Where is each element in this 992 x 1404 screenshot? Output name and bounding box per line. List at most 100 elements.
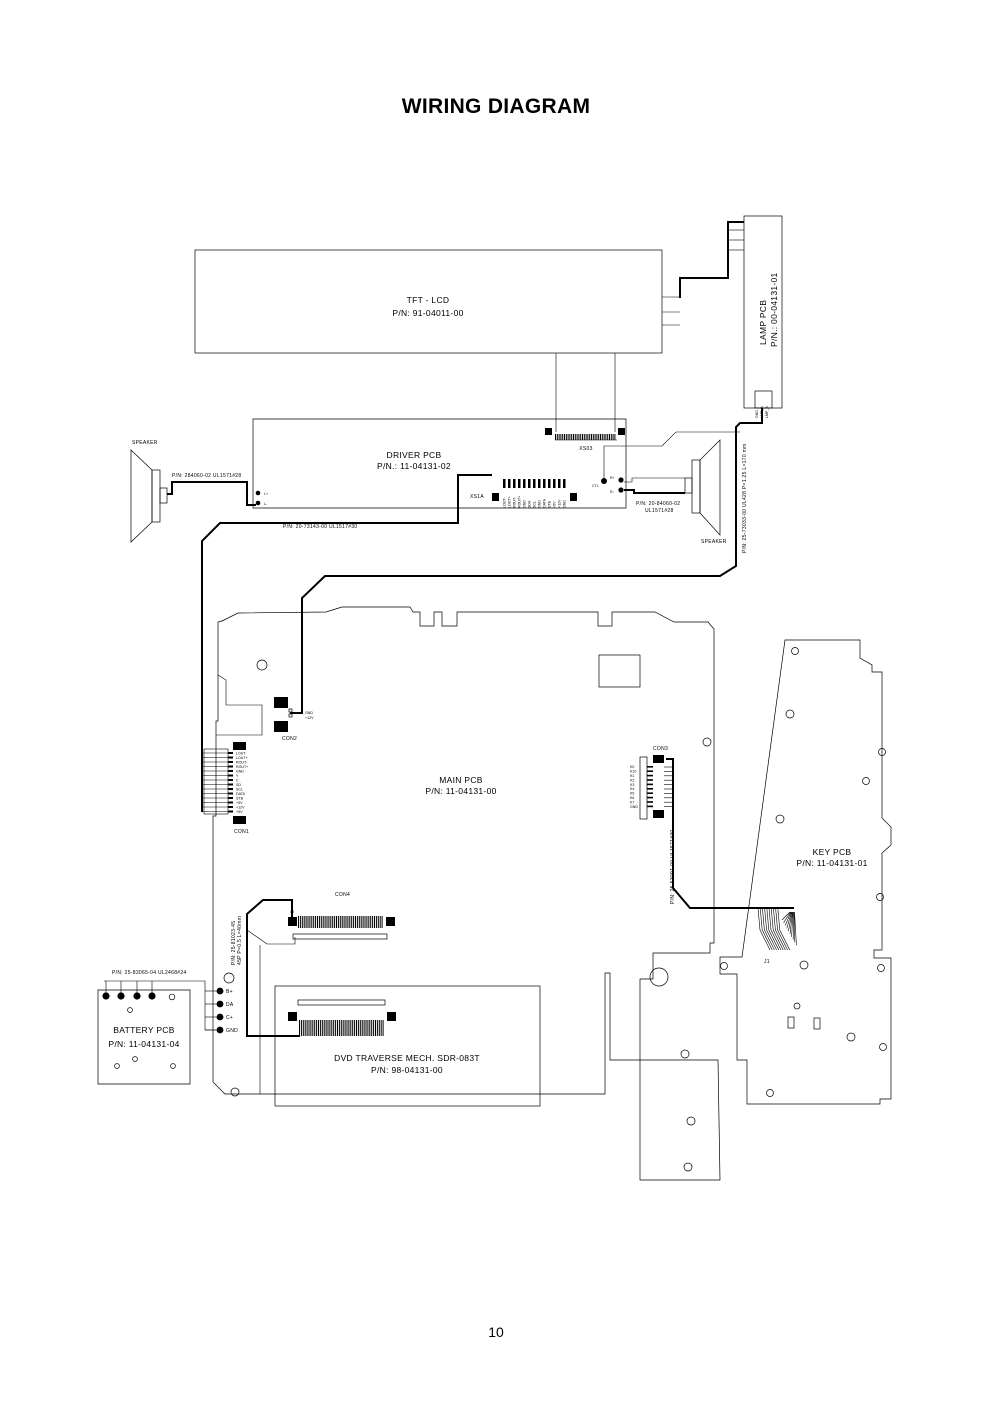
dvd-pin: [299, 1020, 300, 1036]
xs03-pin: [560, 434, 562, 440]
con4-pin: [337, 916, 339, 928]
con4-pin: [370, 916, 372, 928]
con4-pin: [324, 916, 326, 928]
con1-pin: [228, 756, 233, 759]
con1-pin: [228, 783, 233, 786]
dvd-pin: [354, 1020, 356, 1036]
xs03-pin: [600, 434, 601, 440]
battery-wire-pn: P/N: 25-83065-04 UL2468#24: [112, 970, 187, 976]
dvd-pin: [378, 1020, 380, 1036]
dvd-pin: [375, 1020, 376, 1036]
dvd-pin: [342, 1020, 344, 1036]
dvd-pin: [356, 1020, 357, 1036]
con3-pin-label: K7: [630, 800, 634, 804]
con1-pin-label: ROUT+: [236, 765, 248, 769]
con1-pin-label: Y: [236, 774, 239, 778]
battery-conn-pin: [216, 1026, 224, 1034]
con3-pin-label: GND: [630, 805, 638, 809]
con4-pin: [299, 916, 301, 928]
con4-pin: [372, 916, 374, 928]
con3-pin-label: K3: [630, 783, 634, 787]
battery-conn-label: GND: [226, 1028, 238, 1034]
con3-pin-label: K5: [630, 792, 634, 796]
lamp-pcb: GND LMP_A LMP_B LAMP PCB P/N.: 00-04131-…: [728, 215, 783, 418]
con4-pin: [345, 916, 347, 928]
xs03-pin: [562, 434, 564, 440]
ctl-pin-rminus: R-: [610, 490, 615, 494]
con1-pin: [228, 752, 233, 754]
dvd-pin: [382, 1020, 384, 1036]
dvd-pin: [337, 1020, 338, 1036]
con1-pin-label: LOUT-: [236, 752, 247, 756]
dvd-pin: [369, 1020, 371, 1036]
ctl-label: CTL: [592, 484, 599, 488]
con3-key-wire-pn: P/N: 25-53091-00 UL1571#30: [670, 829, 676, 904]
battery-pcb-pn: P/N: 11-04131-04: [108, 1039, 179, 1049]
con4-pin: [307, 916, 309, 928]
dvd-pin: [306, 1020, 308, 1036]
xs03-pin: [578, 434, 580, 440]
main-pcb: MAIN PCB P/N: 11-04131-00 GND +12V CON2 …: [205, 606, 721, 1181]
dvd-pin: [308, 1020, 310, 1036]
con1-pin: [228, 761, 233, 763]
xs03-pin: [605, 434, 607, 440]
con4-pin: [334, 916, 336, 928]
dvd-pin: [323, 1020, 325, 1036]
con4-pin: [341, 916, 343, 928]
dvd-pin: [371, 1020, 373, 1036]
con1-harness: [202, 748, 229, 815]
con4-pin: [375, 916, 377, 928]
xs03-pin: [610, 434, 612, 440]
xs03-pin: [555, 434, 556, 440]
con1-pin: [228, 792, 233, 795]
xs1a-pin-label: LOUT+: [508, 496, 512, 508]
con1-pin: [228, 779, 233, 781]
con4-pin: [326, 916, 328, 928]
con1-pin: [228, 774, 233, 777]
dvd-pin: [318, 1020, 319, 1036]
xs1a-pin: [553, 479, 556, 488]
con4-pin: [362, 916, 364, 928]
dvd-name: DVD TRAVERSE MECH. SDR-083T: [334, 1053, 480, 1063]
con4-pin: [311, 916, 313, 928]
dvd-pin: [348, 1020, 350, 1036]
con3-pin: [647, 801, 653, 803]
con3-pin-label: K6: [630, 796, 634, 800]
right-speaker: SPEAKER P/N: 20-84060-02 UL1571#28: [603, 431, 740, 545]
battery-pcb: P/N: 25-83065-04 UL2468#24 BATTERY PCB P…: [97, 970, 218, 1085]
xs03-pin: [585, 434, 587, 440]
xs03-pin: [598, 434, 600, 440]
dvd-pin: [300, 1020, 302, 1036]
dvd-pin: [373, 1020, 375, 1036]
con3-pin: [647, 788, 653, 790]
con4-pin: [301, 916, 303, 928]
xs03-pin: [556, 434, 558, 440]
xs1a-pin: [533, 479, 536, 488]
dvd-pin: [357, 1020, 359, 1036]
con1-pin: [228, 810, 233, 813]
dvd-traverse: DVD TRAVERSE MECH. SDR-083T P/N: 98-0413…: [274, 985, 541, 1107]
driver-pcb-name: DRIVER PCB: [387, 450, 442, 460]
xs1a-pin-label: GND: [523, 500, 527, 508]
xs03-pin: [614, 434, 616, 440]
xs03-pin: [574, 434, 576, 440]
con4-pin: [318, 916, 320, 928]
con4-pin: [347, 916, 349, 928]
xs1a-pin-label: DATA: [543, 498, 547, 508]
con4-pin: [320, 916, 322, 928]
con1-pin: [228, 765, 233, 768]
dvd-pin: [376, 1020, 378, 1036]
lamp-pcb-name: LAMP PCB: [758, 300, 768, 345]
con3-pin: [647, 774, 653, 777]
dvd-pin: [361, 1020, 363, 1036]
xs03-pin: [576, 434, 578, 440]
j1-label: J1: [764, 959, 770, 965]
con4-pin: [343, 916, 345, 928]
xs1a-pin: [548, 479, 551, 488]
con1-pin: [228, 770, 233, 772]
xs1a-pin-label: +12V: [558, 499, 562, 508]
xs03-pin: [589, 434, 591, 440]
xs03-pin: [587, 434, 589, 440]
con4-pin: [315, 916, 317, 928]
